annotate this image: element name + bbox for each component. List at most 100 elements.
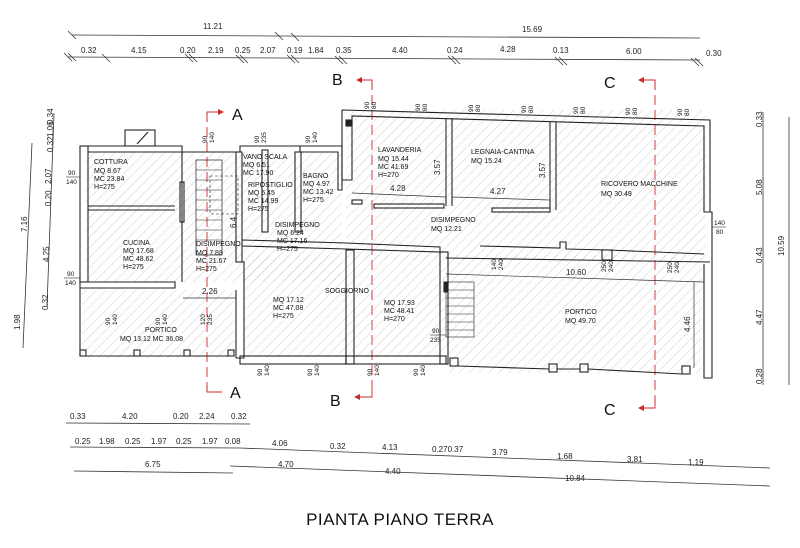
svg-text:235: 235 [207, 314, 214, 325]
svg-text:4.70: 4.70 [278, 460, 294, 469]
svg-text:COTTURA: COTTURA [94, 159, 128, 166]
svg-text:4.20: 4.20 [122, 412, 138, 421]
left-inner-dim-2: 0.32 [46, 136, 55, 152]
svg-text:90: 90 [257, 368, 264, 376]
right-inner-dim-0: 0.33 [755, 111, 764, 127]
svg-text:90: 90 [68, 170, 76, 177]
svg-text:0.33: 0.33 [70, 412, 86, 421]
interior-dim-stair: 6.4 [229, 216, 238, 228]
top-dim-4: 0.25 [235, 46, 251, 55]
top-dim-1: 4.15 [131, 46, 147, 55]
svg-text:0.25: 0.25 [176, 437, 192, 446]
svg-text:235: 235 [430, 337, 441, 344]
svg-text:0.20: 0.20 [173, 412, 189, 421]
right-inner-dim-1: 5.08 [755, 179, 764, 195]
svg-text:90: 90 [573, 106, 580, 114]
interior-dim-lavanderia-width: 4.28 [390, 184, 406, 193]
svg-text:RICOVERO MACCHINE: RICOVERO MACCHINE [601, 181, 678, 188]
svg-text:90: 90 [432, 328, 440, 335]
svg-text:90: 90 [367, 368, 374, 376]
svg-text:0.32: 0.32 [231, 412, 247, 421]
svg-text:240: 240 [498, 259, 505, 270]
svg-text:240: 240 [674, 262, 681, 273]
svg-text:140: 140 [491, 259, 498, 270]
svg-text:1.68: 1.68 [557, 452, 573, 461]
svg-text:MQ 13.12 MC 36.08: MQ 13.12 MC 36.08 [120, 336, 183, 343]
svg-text:6.75: 6.75 [145, 460, 161, 469]
left-dimension-lines [22, 112, 55, 349]
top-dimension-lines: 11.21 15.69 0.32 4.15 0.20 2.19 0.25 2.0… [63, 22, 722, 67]
top-dim-7: 1.84 [308, 46, 324, 55]
svg-text:MC 21.67: MC 21.67 [196, 258, 226, 265]
svg-text:H=275: H=275 [196, 266, 217, 273]
interior-dim-disimpegno-width: 2.26 [202, 287, 218, 296]
svg-text:140: 140 [65, 280, 76, 287]
interior-dim-legnaia-width: 4.27 [490, 187, 506, 196]
svg-text:MQ 6.24: MQ 6.24 [277, 230, 304, 237]
room-cottura: COTTURA MQ 8.67 MC 23.84 H=275 [94, 159, 128, 191]
svg-text:90: 90 [677, 108, 684, 116]
svg-text:80: 80 [580, 106, 587, 114]
room-soggiorno-right: MQ 17.93 MC 48.41 H=270 [384, 300, 415, 323]
section-marker-b-top: B [332, 72, 343, 89]
svg-text:DISIMPEGNO: DISIMPEGNO [196, 241, 241, 248]
right-inner-dim-2: 0.43 [755, 247, 764, 263]
top-segment-dims: 0.32 4.15 0.20 2.19 0.25 2.07 0.19 1.84 … [81, 45, 722, 58]
drawing-title: PIANTA PIANO TERRA [306, 510, 494, 529]
bottom-row-3: 6.75 4.70 4.40 10.84 [145, 460, 586, 483]
svg-text:MC 17.16: MC 17.16 [277, 238, 307, 245]
section-marker-a-top: A [232, 107, 243, 124]
svg-text:BAGNO: BAGNO [303, 173, 329, 180]
svg-text:2.24: 2.24 [199, 412, 215, 421]
svg-text:H=275: H=275 [94, 184, 115, 191]
svg-text:PORTICO: PORTICO [145, 327, 177, 334]
svg-text:0.08: 0.08 [225, 437, 241, 446]
top-dim-5: 2.07 [260, 46, 276, 55]
top-dim-12: 0.13 [553, 46, 569, 55]
top-dim-11: 4.28 [500, 45, 516, 54]
svg-text:10.84: 10.84 [565, 474, 586, 483]
bottom-dimension-lines [65, 422, 771, 487]
svg-text:140: 140 [420, 365, 427, 376]
svg-text:1.19: 1.19 [688, 458, 704, 467]
top-dim-13: 6.00 [626, 47, 642, 56]
svg-text:140: 140 [264, 365, 271, 376]
svg-text:VANO SCALA: VANO SCALA [243, 154, 288, 161]
svg-text:DISIMPEGNO: DISIMPEGNO [431, 217, 476, 224]
top-dim-9: 4.40 [392, 46, 408, 55]
svg-text:MC 13.42: MC 13.42 [303, 189, 333, 196]
room-legnaia-cantina: LEGNAIA-CANTINA MQ 15.24 [471, 149, 535, 165]
svg-text:RIPOSTIGLIO: RIPOSTIGLIO [248, 182, 293, 189]
svg-text:1.97: 1.97 [151, 437, 167, 446]
room-disimpegno-2: DISIMPEGNO MQ 12.21 [431, 217, 476, 233]
interior-dim-lavanderia-depth: 3.57 [433, 159, 442, 175]
section-marker-c-bottom: C [604, 402, 616, 419]
room-portico-large: PORTICO MQ 49.70 [565, 309, 597, 325]
svg-text:0.270.37: 0.270.37 [432, 445, 464, 454]
svg-text:235: 235 [261, 132, 268, 143]
left-inner-dim-5: 4.25 [42, 246, 51, 262]
svg-text:H=275: H=275 [273, 313, 294, 320]
room-disimpegno-3: DISIMPEGNO MQ 7.88 MC 21.67 H=275 [196, 241, 241, 273]
svg-text:MQ 15.24: MQ 15.24 [471, 158, 502, 165]
top-overall-dim-2: 15.69 [522, 25, 543, 34]
svg-text:250: 250 [667, 262, 674, 273]
svg-text:80: 80 [371, 101, 378, 109]
svg-text:4.06: 4.06 [272, 439, 288, 448]
svg-text:MC 23.84: MC 23.84 [94, 176, 124, 183]
svg-text:MC 14.99: MC 14.99 [248, 198, 278, 205]
right-dimension-lines [762, 112, 790, 385]
svg-text:H=275: H=275 [248, 206, 269, 213]
svg-text:0.25: 0.25 [75, 437, 91, 446]
walls [79, 109, 713, 379]
top-dim-0: 0.32 [81, 46, 97, 55]
svg-text:H=270: H=270 [378, 172, 399, 179]
svg-text:90: 90 [305, 135, 312, 143]
room-soggiorno: SOGGIORNO [325, 288, 370, 295]
svg-text:MC 17.90: MC 17.90 [243, 170, 273, 177]
svg-text:4.13: 4.13 [382, 443, 398, 452]
svg-text:80: 80 [475, 104, 482, 112]
top-overall-dim-1: 11.21 [203, 22, 223, 31]
